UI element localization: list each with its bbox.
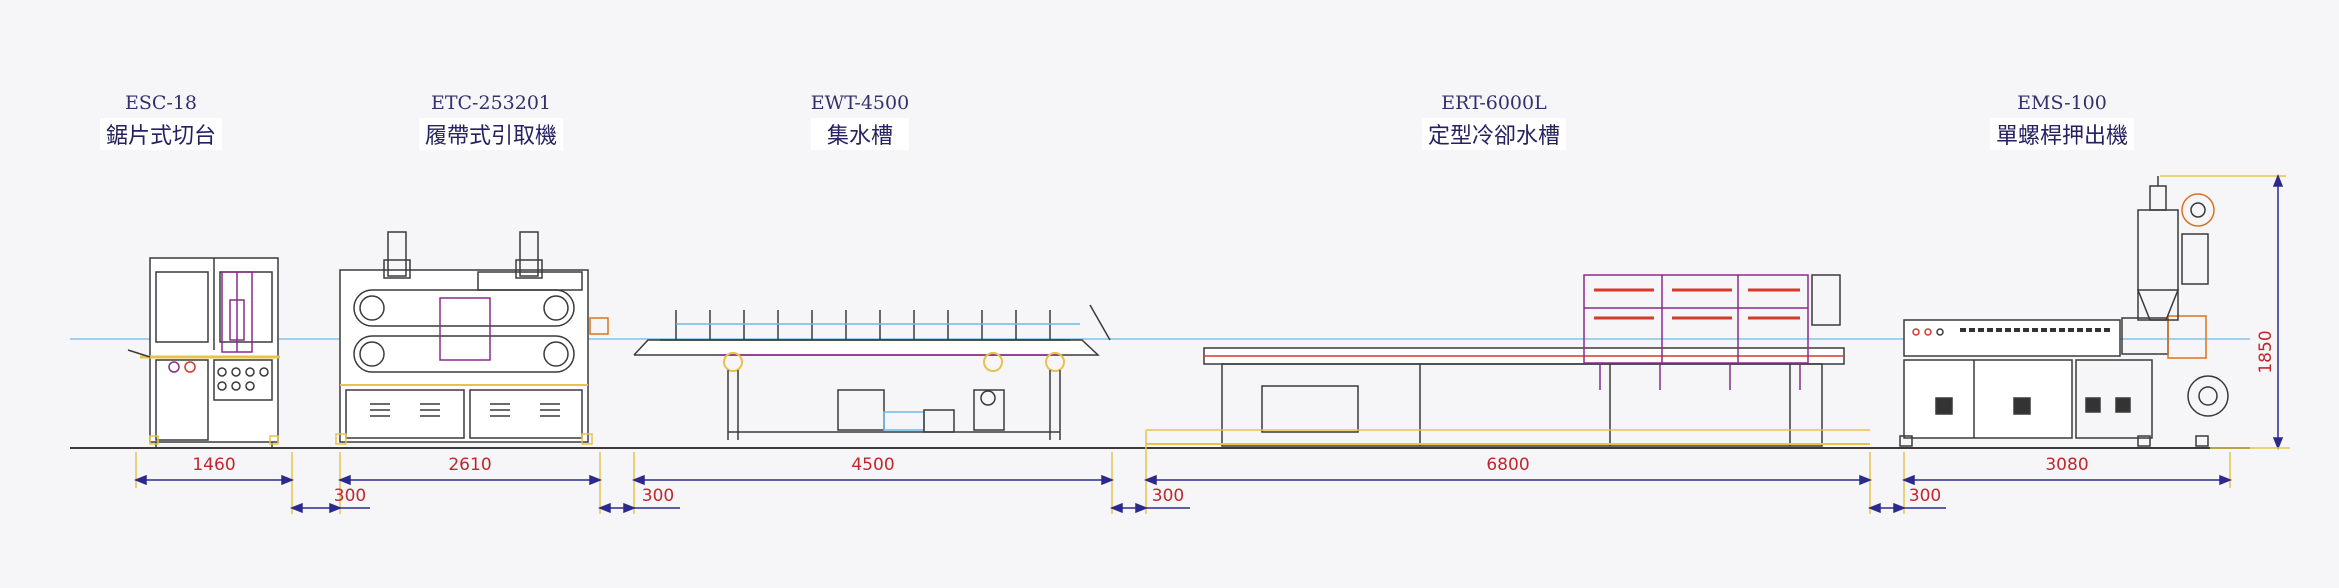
cutter-code: ESC-18 — [124, 92, 198, 114]
cooling-machine — [1146, 274, 1870, 447]
cutter-name: 鋸片式切台 — [99, 118, 223, 150]
dim-cutter-length: 1460 — [192, 455, 236, 475]
extruder-code: EMS-100 — [2017, 92, 2107, 114]
puller-machine — [335, 231, 609, 445]
dim-gap-3: 300 — [1151, 486, 1185, 506]
dim-extruder-length: 3080 — [2045, 455, 2089, 475]
dim-tank-length: 4500 — [851, 455, 895, 475]
tank-code: EWT-4500 — [810, 92, 910, 114]
cooling-title: ERT-6000L 定型冷卻水槽 — [1421, 92, 1567, 150]
dim-gap-1: 300 — [333, 486, 367, 506]
puller-code: ETC-253201 — [430, 92, 552, 114]
extruder-machine — [1899, 175, 2286, 447]
tank-title: EWT-4500 集水槽 — [810, 92, 910, 150]
puller-name: 履帶式引取機 — [418, 118, 564, 150]
extruder-title: EMS-100 單螺桿押出機 — [1989, 92, 2135, 150]
dim-puller-length: 2610 — [448, 455, 492, 475]
cooling-code: ERT-6000L — [1441, 92, 1547, 114]
dimension-lines — [133, 173, 2290, 514]
dim-gap-4: 300 — [1908, 486, 1942, 506]
puller-title: ETC-253201 履帶式引取機 — [418, 92, 564, 150]
cutter-title: ESC-18 鋸片式切台 — [99, 92, 223, 150]
dim-gap-2: 300 — [641, 486, 675, 506]
extruder-name: 單螺桿押出機 — [1989, 118, 2135, 150]
dim-cooling-length: 6800 — [1486, 455, 1530, 475]
cutter-machine — [127, 257, 280, 448]
tank-machine — [633, 304, 1111, 440]
cooling-name: 定型冷卻水槽 — [1421, 118, 1567, 150]
dim-machine-height: 1850 — [2256, 330, 2276, 374]
tank-name: 集水槽 — [810, 118, 910, 150]
